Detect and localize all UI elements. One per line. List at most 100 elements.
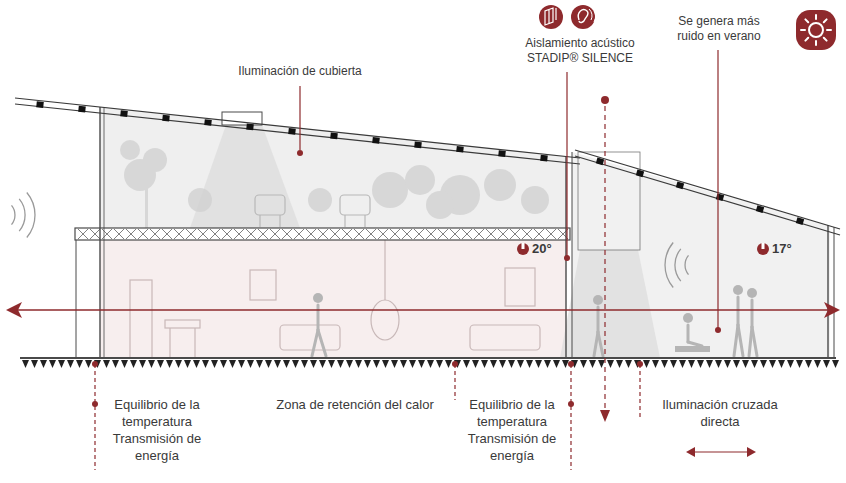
ground-hatch: [193, 360, 200, 368]
ground-hatch: [598, 360, 605, 368]
structure: [438, 229, 448, 239]
thermometer-icon: [517, 243, 769, 255]
ground-hatch: [805, 360, 812, 368]
plants: [372, 172, 408, 208]
roof-purlins: [796, 217, 804, 225]
structure: [486, 229, 496, 239]
structure: [76, 240, 77, 358]
people: [313, 293, 323, 303]
plants: [521, 186, 549, 214]
people: [751, 300, 754, 327]
vertical-arrow: [604, 106, 605, 412]
structure: [294, 229, 304, 239]
leader-lines: [693, 451, 749, 452]
sun-icon: [801, 15, 831, 45]
ground-hatch: [481, 360, 488, 368]
structure: [834, 227, 835, 358]
ground-hatch: [643, 360, 650, 368]
ground-hatch: [580, 360, 587, 368]
ground-hatch: [175, 360, 182, 368]
room-fills: [100, 107, 566, 228]
ear-icon: [578, 10, 588, 23]
glass-icon: [545, 8, 556, 25]
furniture: [165, 320, 200, 328]
plants: [308, 188, 332, 212]
roof: [15, 104, 580, 164]
ground-hatch: [211, 360, 218, 368]
ground-hatch: [184, 360, 191, 368]
leader-lines: [639, 364, 640, 420]
structure: [234, 229, 244, 239]
ground-hatch: [220, 360, 227, 368]
thermometer-icon: [757, 243, 769, 255]
people: [752, 327, 757, 356]
structure: [498, 229, 508, 239]
ground-hatch: [382, 360, 389, 368]
roof: [575, 156, 840, 235]
structure: [222, 229, 232, 239]
structure: [390, 229, 400, 239]
leader-lines: [297, 150, 303, 156]
furniture: [384, 240, 385, 300]
sun-icon: [796, 10, 836, 50]
ground-hatch: [292, 360, 299, 368]
ground-hatch: [778, 360, 785, 368]
sun-icon: [815, 41, 817, 45]
ground-hatch: [517, 360, 524, 368]
ground-hatch: [715, 360, 722, 368]
thermometer-icon: [762, 243, 765, 249]
ground-hatch: [301, 360, 308, 368]
plants: [484, 169, 516, 201]
plants: [426, 191, 454, 219]
plants: [188, 188, 212, 212]
leader-lines: [715, 327, 721, 333]
sun-icon: [809, 23, 823, 37]
furniture: [194, 328, 195, 358]
ground-hatch: [427, 360, 434, 368]
structure: [78, 229, 88, 239]
ground-hatch: [769, 360, 776, 368]
ground-hatch: [796, 360, 803, 368]
structure: [186, 229, 196, 239]
structure: [78, 229, 568, 239]
structure: [426, 229, 436, 239]
structure: [486, 229, 496, 239]
people: [738, 325, 743, 356]
ground-hatch: [724, 360, 731, 368]
structure: [99, 107, 100, 358]
people: [733, 285, 743, 295]
leader-lines: [564, 255, 570, 261]
structure: [20, 357, 836, 359]
light-cone: [560, 250, 660, 358]
ground-hatch: [409, 360, 416, 368]
ground-hatch: [265, 360, 272, 368]
ground-hatch: [31, 360, 38, 368]
ground-hatch: [67, 360, 74, 368]
structure: [198, 229, 208, 239]
structure: [126, 229, 136, 239]
ground-hatch: [40, 360, 47, 368]
sun-icon: [824, 19, 827, 22]
sound-waves: [685, 255, 688, 274]
structure: [282, 229, 292, 239]
ground-hatch: [112, 360, 119, 368]
structure: [498, 229, 508, 239]
roof-purlins: [372, 137, 380, 144]
leader-lines: [717, 50, 718, 328]
chairs: [340, 195, 370, 215]
structure: [270, 229, 280, 239]
ground-hatch: [310, 360, 317, 368]
roof-purlins: [36, 101, 44, 108]
structure: [366, 229, 376, 239]
furniture: [130, 240, 540, 358]
vertical-arrow: [600, 410, 610, 422]
ground-hatch: [337, 360, 344, 368]
ground-hatch: [229, 360, 236, 368]
ground-hatch: [787, 360, 794, 368]
structure: [222, 229, 232, 239]
ground-hatch: [706, 360, 713, 368]
structure: [378, 229, 388, 239]
roof-purlins: [162, 115, 170, 122]
leader-lines: [92, 401, 98, 407]
callout-label: Aislamiento acústico STADIP® SILENCE: [512, 36, 648, 66]
